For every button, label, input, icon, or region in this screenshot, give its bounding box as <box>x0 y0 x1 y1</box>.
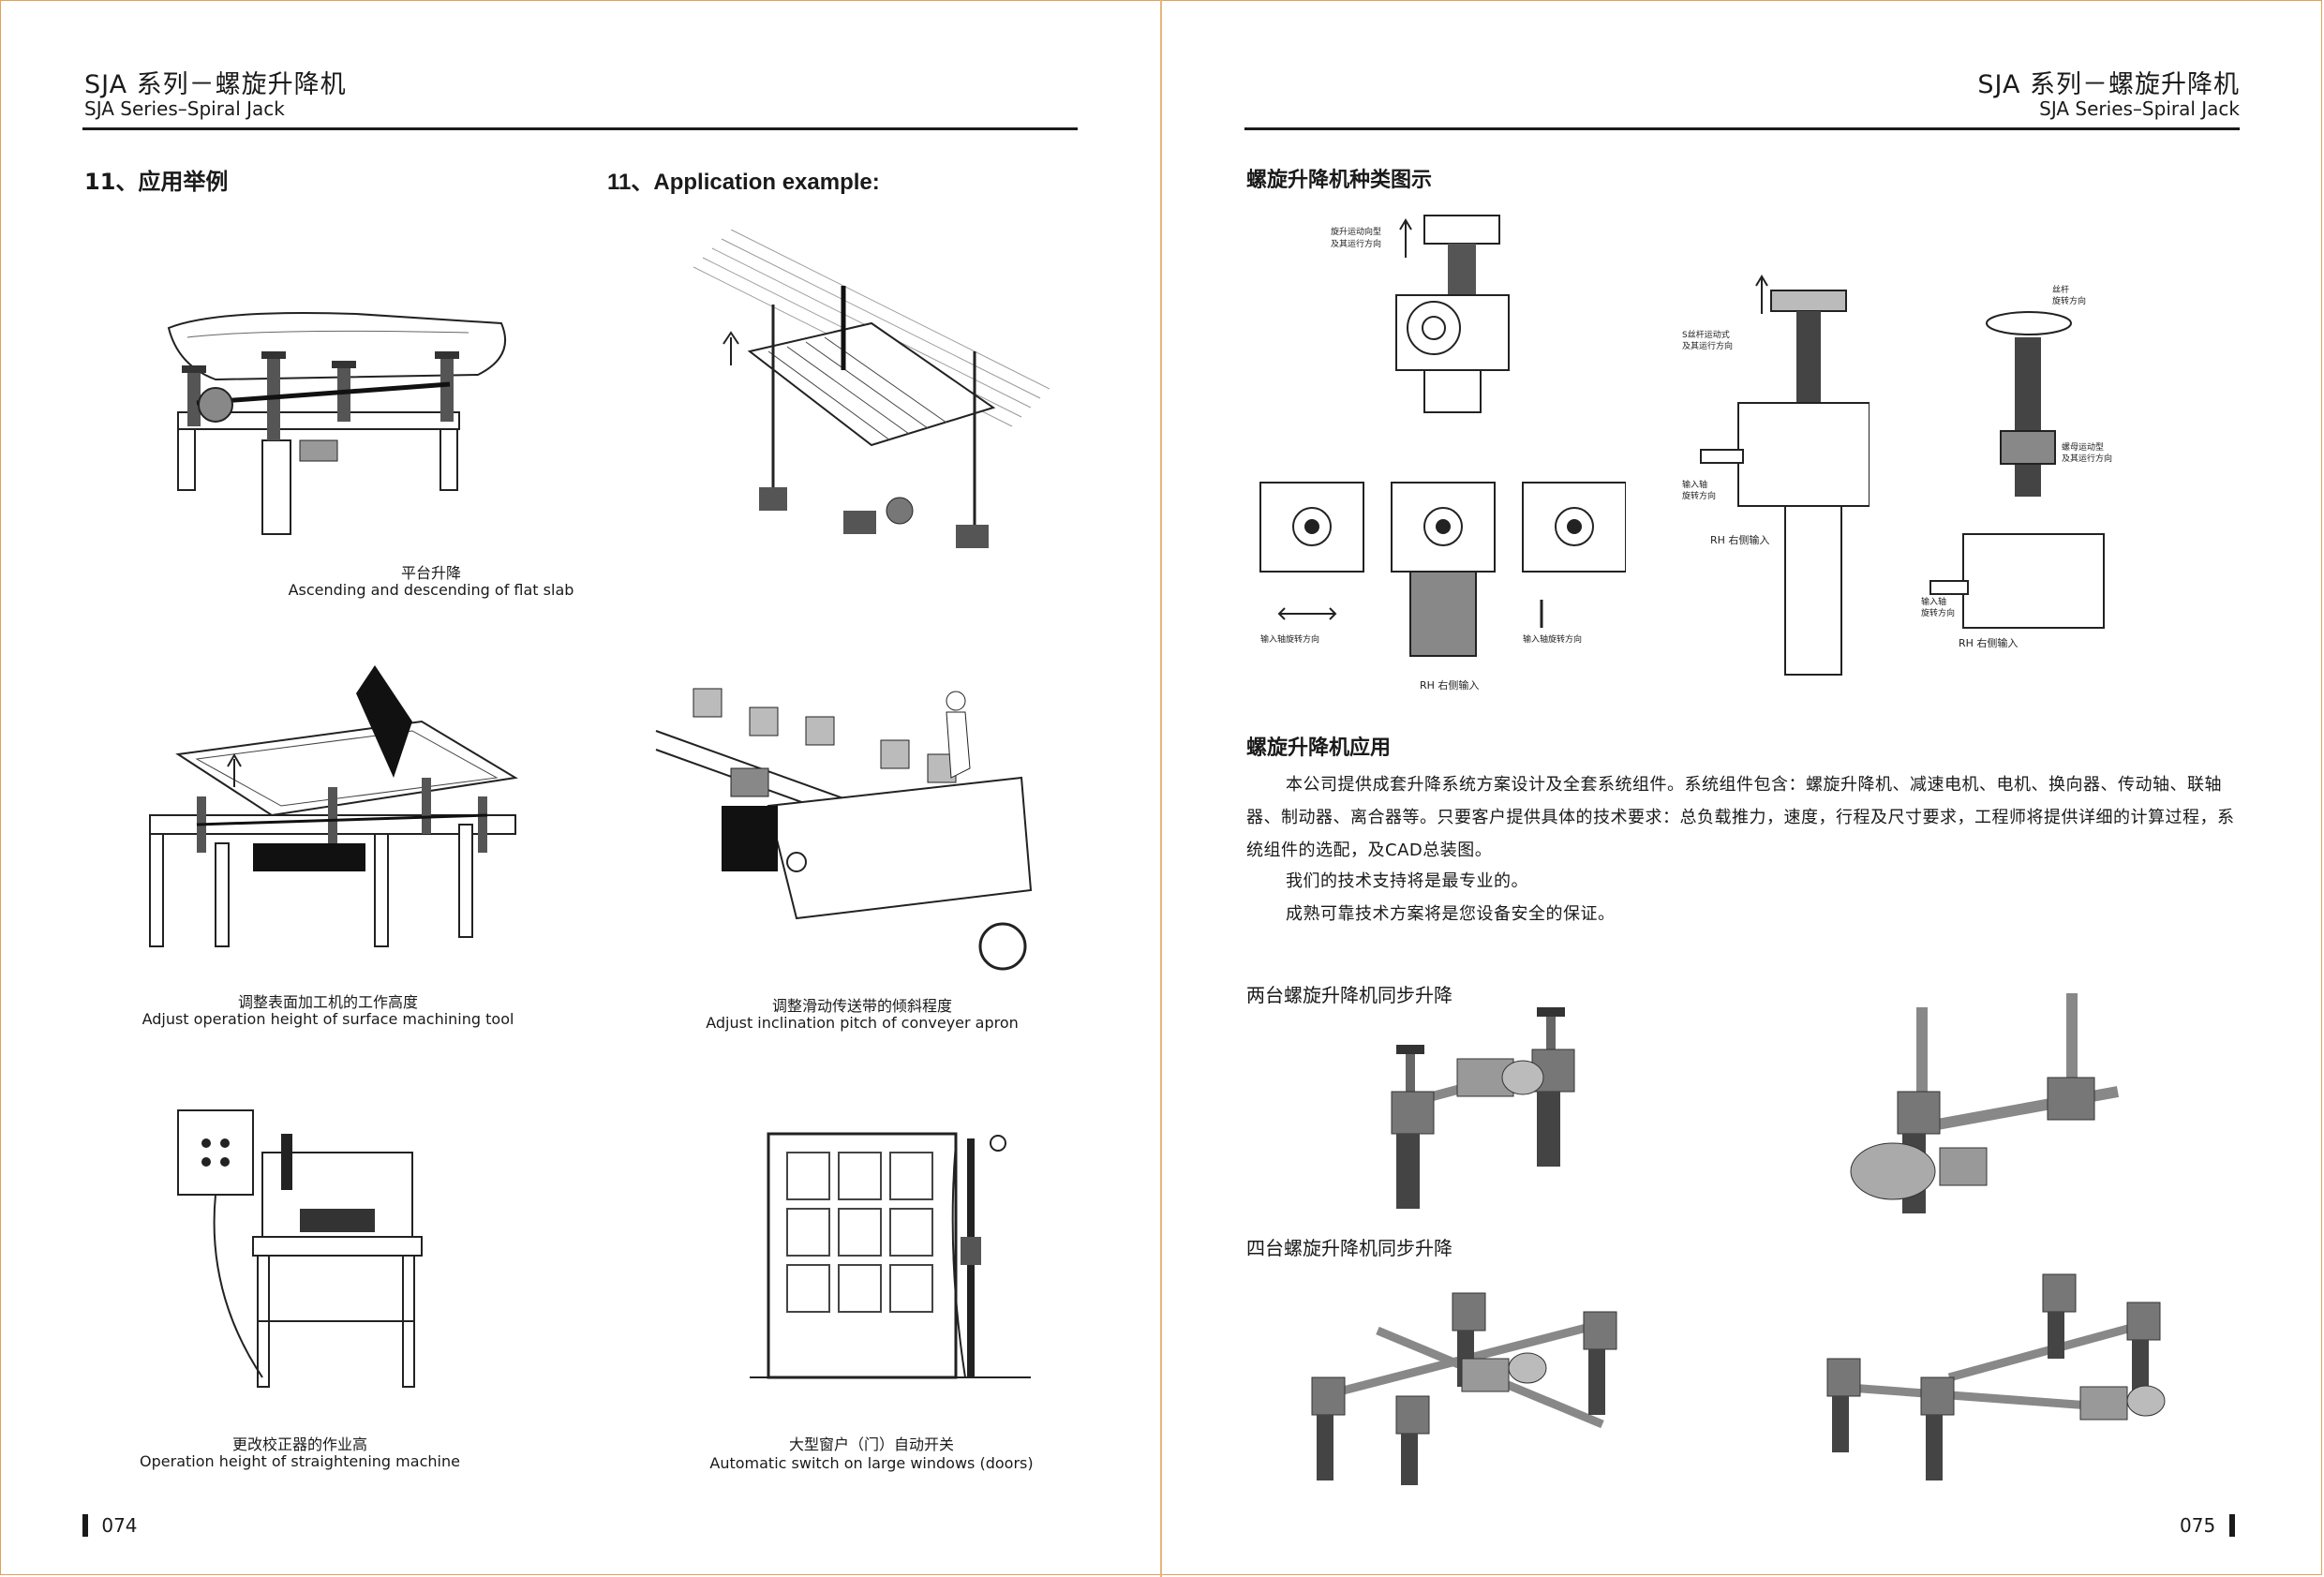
diagram-label-top-a: 旋升运动向型 <box>1331 226 1381 237</box>
surface-machining-tool-illustration <box>141 665 544 974</box>
page-gutter <box>1160 0 1162 1577</box>
flat-slab-lift-illustration <box>159 300 515 543</box>
caption-zh-window: 大型窗户（门）自动开关 <box>788 1436 954 1453</box>
jack-type-plan-diagrams: 输入轴旋转方向 输入轴旋转方向 RH 右侧输入 <box>1251 478 1626 703</box>
page-number-bar <box>2228 1514 2235 1537</box>
caption-en-straightening: Operation height of straightening machin… <box>140 1452 460 1470</box>
caption-en-machining: Adjust operation height of surface machi… <box>142 1010 514 1028</box>
conveyer-apron-illustration <box>647 675 1040 974</box>
caption-zh-straightening: 更改校正器的作业高 <box>231 1436 367 1453</box>
lift-platform-illustration <box>693 230 1050 586</box>
translating-screw-jack-diagram: S丝杆运动式 及其运行方向 输入轴 旋转方向 RH 右侧输入 <box>1682 272 1870 684</box>
four-jacks-label: 四台螺旋升降机同步升降 <box>1246 1237 1452 1259</box>
right-page: SJA 系列－螺旋升降机 SJA Series–Spiral Jack 螺旋升降… <box>1162 0 2324 1577</box>
diagram-label-top-b: 及其运行方向 <box>1331 238 1381 249</box>
header-title-zh: SJA 系列－螺旋升降机 <box>84 70 347 99</box>
four-jack-system-image-2 <box>1809 1246 2202 1490</box>
diagram-label-screw-rot: 丝杆 <box>2052 284 2069 295</box>
four-jack-system-image-1 <box>1303 1246 1696 1490</box>
diagram-label-screw-rot2: 旋转方向 <box>2052 295 2086 306</box>
diagram-label-nut-motion: 螺母运动型 <box>2062 442 2104 453</box>
diagram-label-rot-dir-2: 旋转方向 <box>1921 607 1955 618</box>
diagram-label-rh-input-1: RH 右侧输入 <box>1420 678 1479 692</box>
page-number-left: 074 <box>82 1514 138 1537</box>
application-paragraph-3: 成熟可靠技术方案将是您设备安全的保证。 <box>1286 904 1616 924</box>
diagram-label-screw-motion: S丝杆运动式 <box>1682 329 1730 340</box>
two-jacks-label: 两台螺旋升降机同步升降 <box>1246 984 1452 1006</box>
caption-en-window: Automatic switch on large windows (doors… <box>709 1454 1034 1472</box>
straightening-machine-illustration <box>169 1106 450 1406</box>
header-rule <box>1244 127 2240 130</box>
diagram-label-rot-dir-1: 旋转方向 <box>1682 490 1716 501</box>
page-number-text: 074 <box>101 1514 138 1537</box>
diagram-label-input-shaft-1: 输入轴 <box>1682 479 1707 490</box>
header-title-en: SJA Series–Spiral Jack <box>2039 97 2240 120</box>
diagram-label-nut-dir: 及其运行方向 <box>2062 453 2112 464</box>
rotating-screw-jack-diagram: 丝杆 旋转方向 螺母运动型 及其运行方向 输入轴 旋转方向 RH 右侧输入 <box>1921 281 2137 656</box>
caption-en-conveyer: Adjust inclination pitch of conveyer apr… <box>706 1014 1019 1032</box>
diagram-label-rh-input-2: RH 右侧输入 <box>1710 533 1769 546</box>
section-heading-en: 11、Application example: <box>607 170 880 195</box>
application-paragraph-2: 我们的技术支持将是最专业的。 <box>1286 871 1528 891</box>
two-jack-system-image-1 <box>1368 998 1706 1213</box>
header-title-en: SJA Series–Spiral Jack <box>84 97 285 120</box>
diagram-label-input-rot-1: 输入轴旋转方向 <box>1260 633 1319 645</box>
header-rule <box>82 127 1078 130</box>
left-page: SJA 系列－螺旋升降机 SJA Series–Spiral Jack 11、应… <box>0 0 1160 1577</box>
large-window-door-illustration <box>750 1124 1031 1396</box>
diagram-label-input-shaft-2: 输入轴 <box>1921 596 1946 607</box>
diagram-label-rh-input-3: RH 右侧输入 <box>1959 636 2018 649</box>
jack-type-top-diagram: 旋升运动向型 及其运行方向 <box>1331 211 1518 417</box>
caption-en-flat-slab: Ascending and descending of flat slab <box>288 581 574 599</box>
page-number-right: 075 <box>2180 1514 2235 1537</box>
application-paragraph-1: 本公司提供成套升降系统方案设计及全套系统组件。系统组件包含：螺旋升降机、减速电机… <box>1246 775 2235 860</box>
diagram-label-input-rot-2: 输入轴旋转方向 <box>1523 633 1582 645</box>
header-title-zh: SJA 系列－螺旋升降机 <box>1977 70 2240 99</box>
caption-zh-machining: 调整表面加工机的工作高度 <box>237 993 418 1011</box>
caption-zh-flat-slab: 平台升降 <box>400 564 461 582</box>
diagram-label-screw-dir: 及其运行方向 <box>1682 340 1733 351</box>
types-heading: 螺旋升降机种类图示 <box>1246 169 1433 192</box>
section-heading-zh: 11、应用举例 <box>84 169 229 195</box>
application-heading: 螺旋升降机应用 <box>1246 736 1392 760</box>
page-number-bar <box>82 1514 88 1537</box>
two-jack-system-image-2 <box>1837 989 2174 1223</box>
page-number-text: 075 <box>2180 1514 2216 1537</box>
caption-zh-conveyer: 调整滑动传送带的倾斜程度 <box>771 997 952 1015</box>
